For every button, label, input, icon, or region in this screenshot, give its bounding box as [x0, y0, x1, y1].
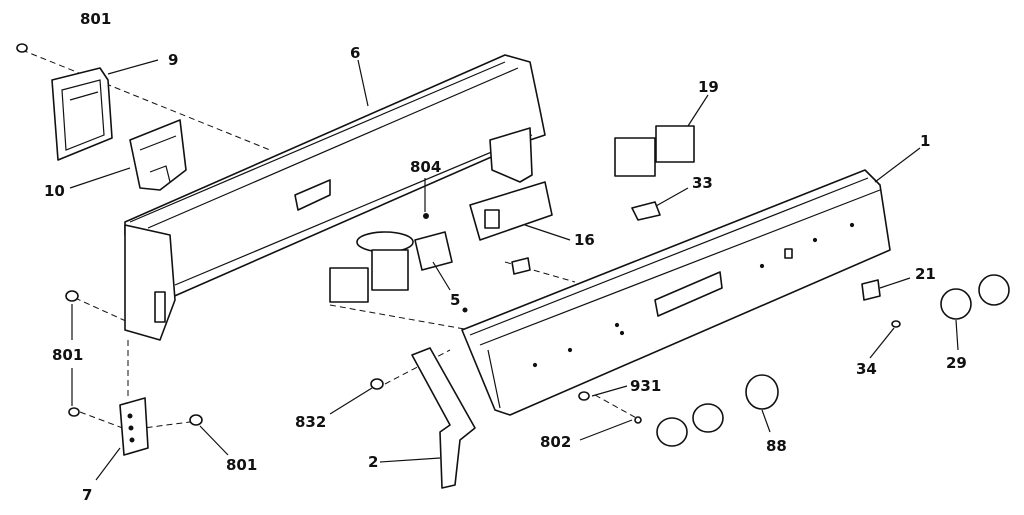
end-cap-part-2 — [411, 347, 476, 489]
callout-33: 33 — [692, 174, 713, 192]
callout-labels: 801 9 6 19 1 10 804 33 16 21 5 801 34 29… — [44, 10, 967, 504]
callout-801: 801 — [80, 10, 111, 28]
callout-10: 10 — [44, 182, 65, 200]
rear-panel-part-6 — [124, 54, 546, 341]
callout-801: 801 — [52, 346, 83, 364]
callout-16: 16 — [574, 231, 595, 249]
callout-88: 88 — [766, 437, 787, 455]
knobs — [656, 274, 1010, 447]
callout-931: 931 — [630, 377, 661, 395]
fasteners — [370, 213, 901, 424]
callout-7: 7 — [82, 486, 92, 504]
switches-part-19 — [614, 125, 695, 177]
callout-34: 34 — [856, 360, 877, 378]
callout-19: 19 — [698, 78, 719, 96]
bracket-part-9 — [51, 67, 113, 161]
callout-1: 1 — [920, 132, 930, 150]
callout-2: 2 — [368, 453, 378, 471]
small-parts — [631, 201, 881, 301]
callout-21: 21 — [915, 265, 936, 283]
callout-802: 802 — [540, 433, 571, 451]
switches-part-5 — [329, 231, 453, 303]
bracket-part-7 — [119, 397, 149, 456]
leader-lines — [69, 59, 959, 481]
callout-9: 9 — [168, 51, 178, 69]
callout-801: 801 — [226, 456, 257, 474]
bracket-part-10 — [129, 119, 187, 191]
screws-801 — [16, 43, 203, 426]
switch-part-16 — [469, 181, 553, 275]
callout-29: 29 — [946, 354, 967, 372]
callout-6: 6 — [350, 44, 360, 62]
callout-5: 5 — [450, 291, 460, 309]
callout-832: 832 — [295, 413, 326, 431]
callout-804: 804 — [410, 158, 441, 176]
control-panel-part-1 — [461, 169, 891, 416]
